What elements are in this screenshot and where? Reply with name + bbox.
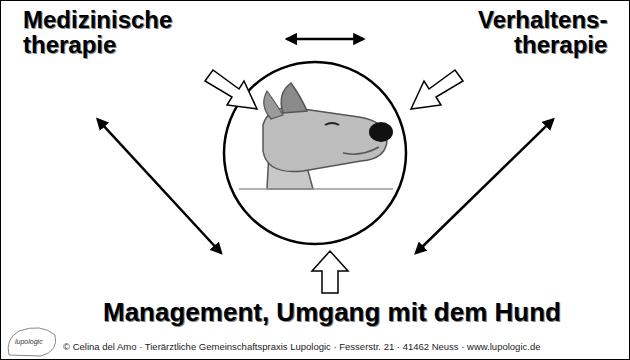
dog-head (239, 83, 393, 189)
text-node: Management, Umgang mit dem Hund (103, 299, 561, 326)
text-node: Verhaltens- therapie (478, 7, 607, 57)
node-text: Management, Umgang mit dem Hund (103, 299, 561, 326)
logo-text: lupologic (15, 338, 43, 345)
double-arrow (98, 119, 221, 253)
node-text: Medizinische therapie (23, 7, 172, 57)
node-text: Verhaltens- therapie (478, 7, 607, 57)
double-arrow (416, 119, 553, 253)
footer-note: © Celina del Amo · Tierärztliche Gemeins… (63, 341, 540, 352)
logo-mark (8, 328, 56, 356)
center-circle (224, 62, 406, 244)
double-arrow (287, 38, 363, 41)
text-node: Medizinische therapie (23, 7, 172, 57)
block-arrows (205, 70, 463, 293)
